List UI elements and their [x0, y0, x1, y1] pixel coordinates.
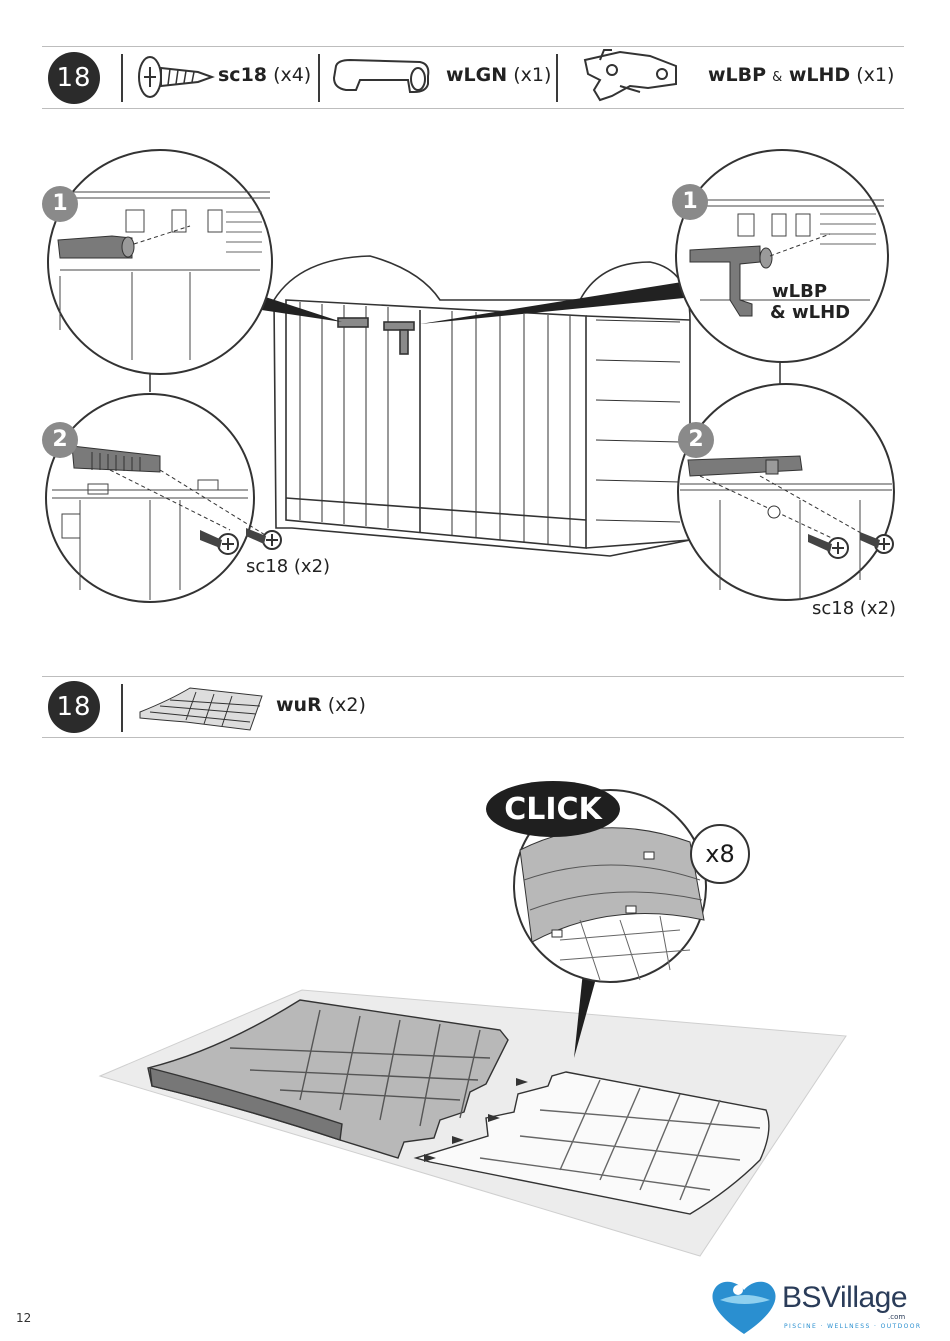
screw-icon — [138, 56, 215, 98]
heart-logo-icon — [712, 1281, 776, 1334]
insert-arrows — [424, 1078, 528, 1162]
detail-label-wlbp: wLBP — [772, 281, 828, 302]
detail-circle-left-top — [47, 149, 273, 375]
part-label-wlgn: wLGN (x1) — [446, 64, 551, 86]
screw-qty-label-left: sc18 (x2) — [246, 556, 331, 577]
part-label-sc18: sc18 (x4) — [218, 64, 311, 86]
part-code: wLBP — [708, 64, 767, 86]
step-badge: 18 — [48, 52, 100, 104]
floor-sheet — [98, 989, 847, 1257]
page-number: 12 — [16, 1311, 32, 1325]
detail-label-wlhd: & wLHD — [770, 302, 851, 323]
header-top-rule — [42, 676, 904, 677]
part-code: wLHD — [788, 64, 851, 86]
part-qty: (x1) — [856, 64, 895, 86]
step-badge: 18 — [48, 681, 100, 733]
screw-qty-label-right: sc18 (x2) — [812, 598, 897, 619]
separator — [121, 684, 123, 732]
latch-icon — [583, 49, 677, 102]
callout-circles — [42, 184, 714, 458]
count-badge: x8 — [690, 824, 750, 884]
separator — [318, 54, 320, 102]
brand-name: BSVillage — [782, 1281, 908, 1314]
part-qty: (x4) — [273, 64, 312, 86]
handle-icon — [332, 58, 430, 93]
separator — [556, 54, 558, 102]
header-bottom-rule — [42, 108, 904, 109]
roof-panel-icon — [139, 687, 263, 731]
roof-panel-right — [413, 1071, 770, 1215]
header-bottom-rule — [42, 737, 904, 738]
part-code: wuR — [276, 694, 322, 716]
callout-number: 2 — [52, 427, 68, 452]
brand-domain: .com — [888, 1313, 906, 1321]
storage-box-drawing — [273, 255, 691, 557]
part-code: wLGN — [446, 64, 508, 86]
callout-number: 1 — [52, 191, 68, 216]
callout-number: 1 — [682, 189, 698, 214]
part-qty: (x1) — [513, 64, 552, 86]
leader-wedges — [248, 282, 684, 324]
leader-wedge — [574, 962, 600, 1058]
part-label-wur: wuR (x2) — [276, 694, 366, 716]
part-code: sc18 — [218, 64, 268, 86]
roof-panel-left — [147, 999, 509, 1159]
brand-tagline: PISCINE · WELLNESS · OUTDOOR — [784, 1323, 922, 1330]
callout-number: 2 — [688, 427, 704, 452]
click-bubble: CLICK — [486, 781, 620, 837]
detail-circle-right-bottom — [677, 383, 895, 601]
part-qty: (x2) — [327, 694, 366, 716]
part-amp: & — [772, 70, 783, 85]
detail-circle-right-top — [675, 149, 889, 363]
separator — [121, 54, 123, 102]
header-top-rule — [42, 46, 904, 47]
part-label-wlbp-wlhd: wLBP & wLHD (x1) — [708, 64, 894, 86]
